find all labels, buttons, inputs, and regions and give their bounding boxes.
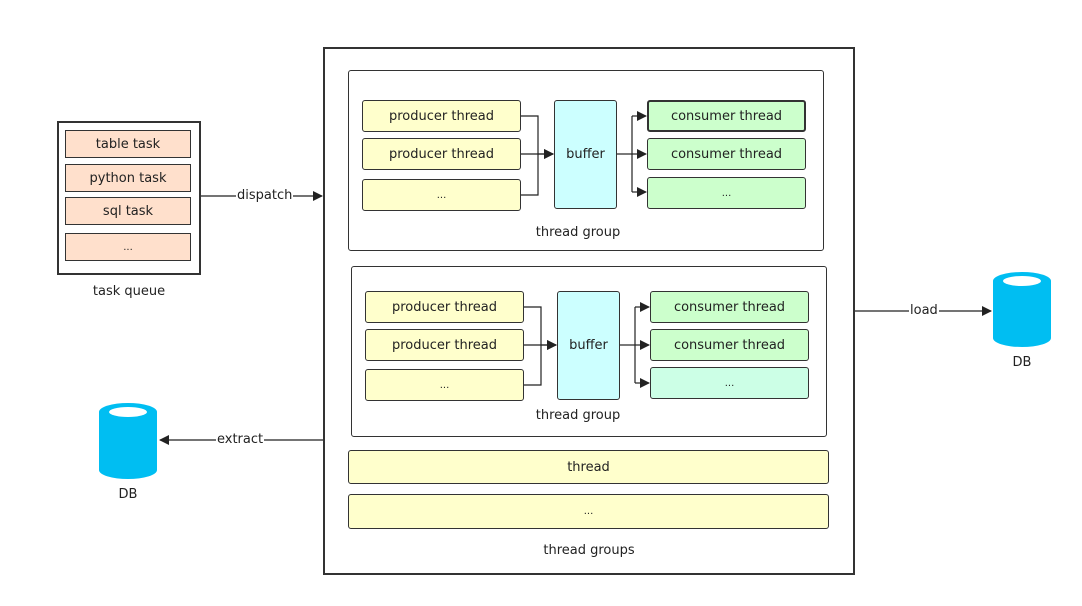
dispatch-label: dispatch (236, 188, 294, 203)
task-queue-label: task queue (92, 284, 166, 299)
task-item[interactable]: table task (65, 130, 191, 158)
buffer-box[interactable]: buffer (557, 291, 620, 400)
target-database-icon (993, 272, 1051, 347)
load-label: load (909, 303, 939, 318)
consumer-thread[interactable]: ... (650, 367, 809, 399)
group-2-consumer-links (620, 302, 650, 388)
task-item[interactable]: python task (65, 164, 191, 192)
task-item[interactable]: sql task (65, 197, 191, 225)
group-1-consumer-links (617, 111, 647, 197)
producer-thread[interactable]: producer thread (362, 100, 521, 132)
consumer-thread[interactable]: consumer thread (647, 138, 806, 170)
target-database-label: DB (1012, 355, 1032, 370)
buffer-box[interactable]: buffer (554, 100, 617, 209)
consumer-thread[interactable]: consumer thread (647, 100, 806, 132)
producer-thread[interactable]: ... (362, 179, 521, 211)
thread-box[interactable]: thread (348, 450, 829, 484)
producer-thread[interactable]: producer thread (362, 138, 521, 170)
thread-group-label: thread group (535, 225, 621, 240)
producer-thread[interactable]: producer thread (365, 291, 524, 323)
thread-group-frame (351, 266, 827, 437)
producer-thread[interactable]: producer thread (365, 329, 524, 361)
group-1-producer-links (520, 115, 554, 196)
source-database-icon (99, 403, 157, 479)
thread-group-frame (348, 70, 824, 251)
group-2-producer-links (523, 306, 557, 386)
consumer-thread[interactable]: consumer thread (650, 329, 809, 361)
extract-label: extract (216, 432, 265, 447)
source-database-label: DB (118, 487, 138, 502)
thread-groups-label: thread groups (543, 543, 635, 558)
consumer-thread[interactable]: consumer thread (650, 291, 809, 323)
producer-thread[interactable]: ... (365, 369, 524, 401)
task-queue-frame (57, 121, 201, 275)
thread-group-label: thread group (535, 408, 621, 423)
thread-groups-frame (323, 47, 855, 575)
task-item[interactable]: ... (65, 233, 191, 261)
consumer-thread[interactable]: ... (647, 177, 806, 209)
thread-box[interactable]: ... (348, 494, 829, 529)
